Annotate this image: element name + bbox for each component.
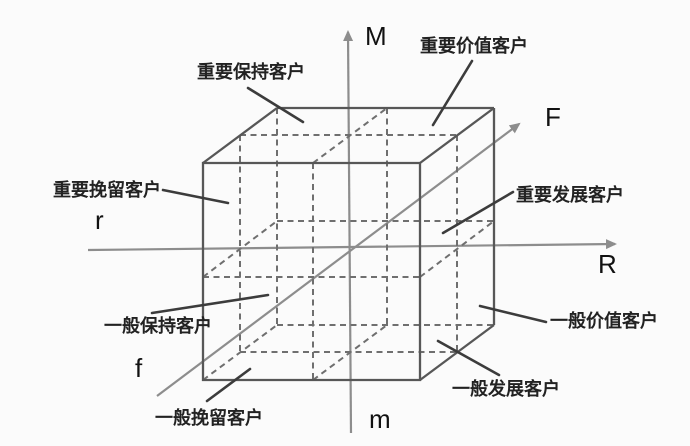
label-important-retain: 重要挽留客户 [53, 180, 161, 200]
axis-label-m-upper: M [365, 21, 387, 51]
leader-general-retain [205, 367, 252, 403]
leader-general-develop [436, 339, 501, 377]
leader-important-value [431, 59, 474, 127]
cube-edge [419, 107, 495, 164]
leader-important-retain [161, 188, 230, 205]
cube-edges [201, 106, 496, 382]
label-general-retain: 一般挽留客户 [155, 408, 263, 428]
label-leaders [150, 59, 548, 403]
axis-label-r-lower: r [95, 205, 104, 235]
cube-dividers [202, 107, 495, 381]
leader-important-develop [441, 190, 515, 235]
leader-important-keep [246, 86, 305, 124]
leader-general-value [478, 304, 548, 324]
axis-line-r [87, 239, 617, 252]
cube-edge [202, 107, 278, 164]
axis-label-f-upper: F [545, 102, 561, 132]
label-important-keep: 重要保持客户 [197, 62, 305, 82]
axes [87, 30, 617, 434]
label-important-value: 重要价值客户 [420, 36, 528, 56]
divider-line [202, 220, 278, 278]
axis-line-f [156, 122, 521, 397]
divider-line [312, 324, 388, 381]
label-important-develop: 重要发展客户 [516, 185, 624, 205]
axis-line-m [343, 30, 354, 434]
label-general-keep: 一般保持客户 [104, 316, 212, 336]
axis-label-f-lower: f [135, 353, 143, 383]
axis-label-m-lower: m [369, 404, 391, 434]
divider-line [312, 107, 388, 164]
leader-general-keep [150, 293, 270, 315]
label-general-develop: 一般发展客户 [452, 379, 560, 399]
divider-line [419, 220, 495, 278]
axis-label-r-upper: R [598, 249, 617, 279]
label-general-value: 一般价值客户 [550, 311, 658, 331]
